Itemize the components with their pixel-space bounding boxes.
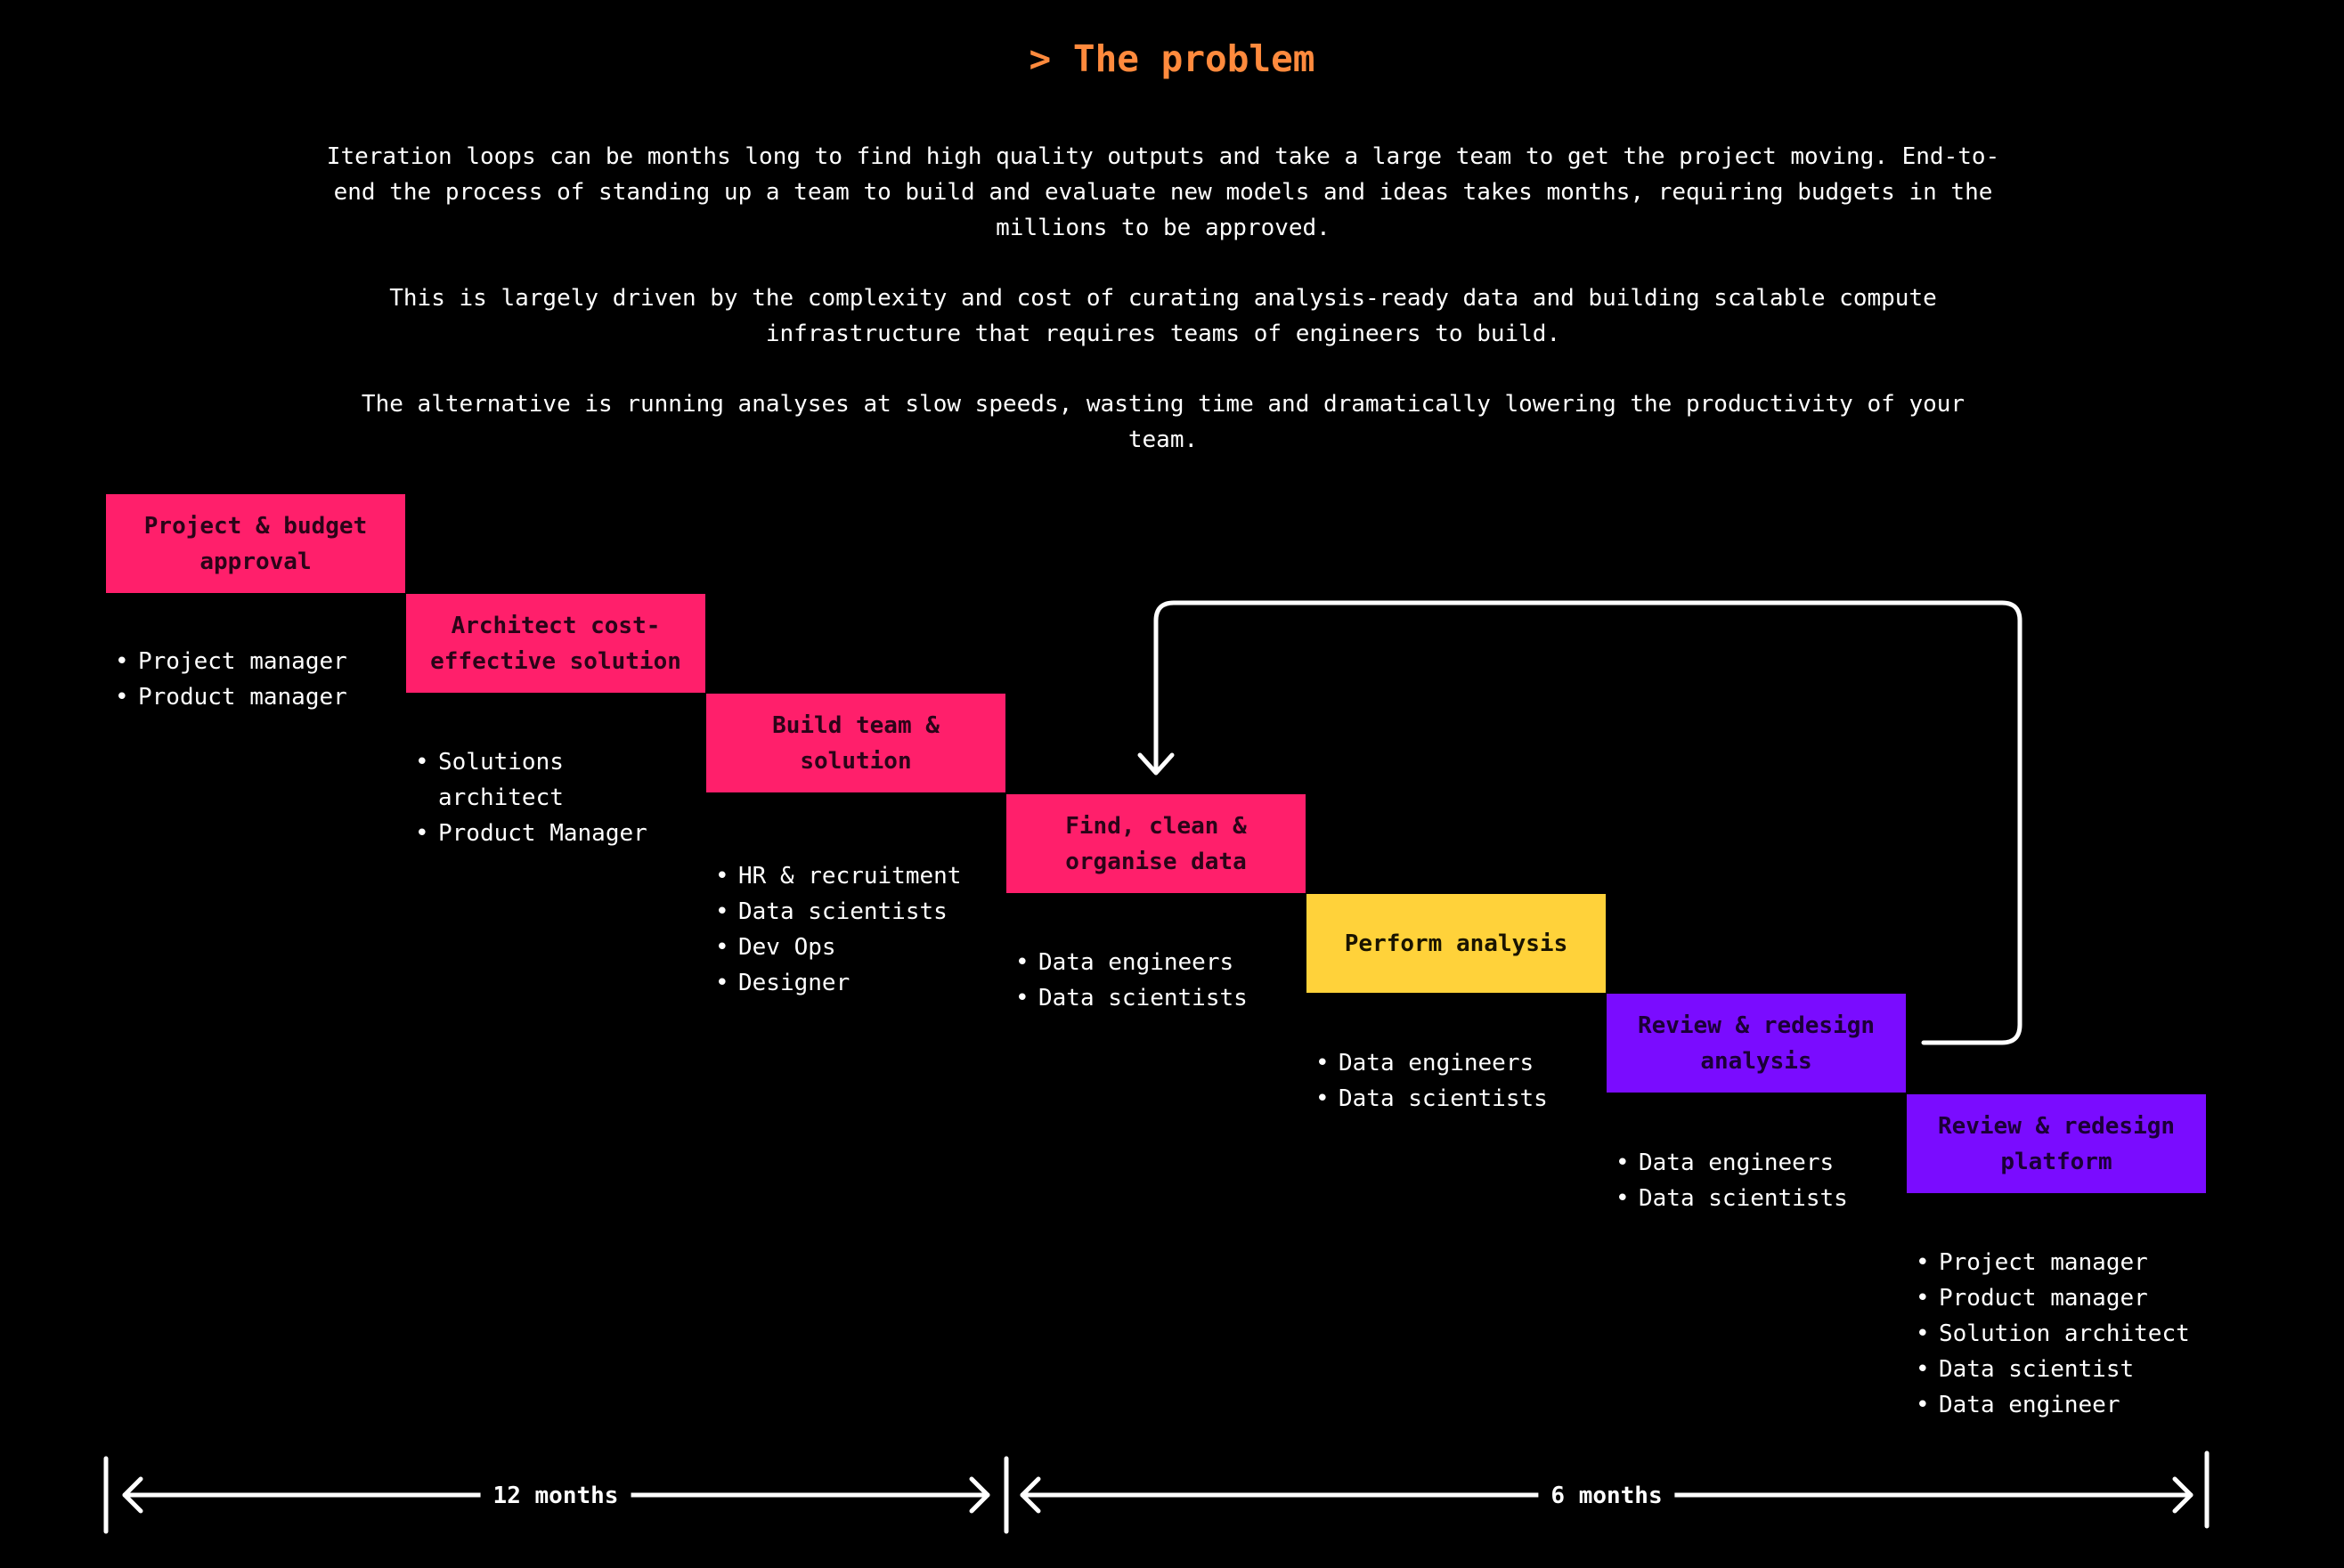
roles-review-redesign-analysis: Data engineers Data scientists (1616, 1145, 1909, 1216)
roles-architect-solution: Solutions architect Product Manager (415, 744, 682, 851)
role-item: Data engineers (1616, 1145, 1909, 1181)
roles-project-budget-approval: Project manager Product manager (115, 644, 391, 715)
roles-find-clean-data: Data engineers Data scientists (1015, 945, 1309, 1016)
intro-paragraph-1: Iteration loops can be months long to fi… (326, 143, 2000, 241)
role-item: Designer (715, 965, 1009, 1001)
step-find-clean-data: Find, clean & organise data (1006, 794, 1306, 893)
step-project-budget-approval: Project & budget approval (106, 494, 405, 593)
intro-text: Iteration loops can be months long to fi… (321, 139, 2006, 492)
page-title: > The problem (1029, 37, 1315, 80)
timeline (103, 1450, 2210, 1534)
role-item: Data scientists (1616, 1181, 1909, 1216)
step-build-team: Build team & solution (706, 694, 1005, 792)
role-item: Product manager (1916, 1280, 2218, 1316)
role-item: Data engineer (1916, 1387, 2218, 1423)
duration-label-12-months: 12 months (480, 1478, 631, 1514)
roles-perform-analysis: Data engineers Data scientists (1315, 1045, 1609, 1117)
role-item: Data scientists (715, 894, 1009, 930)
step-perform-analysis: Perform analysis (1306, 894, 1606, 993)
role-item: Data scientist (1916, 1352, 2218, 1387)
step-review-redesign-analysis: Review & redesign analysis (1607, 994, 1906, 1093)
role-item: Solution architect (1916, 1316, 2218, 1352)
loop-back-arrow-icon (1137, 600, 2023, 1045)
roles-review-redesign-platform: Project manager Product manager Solution… (1916, 1245, 2218, 1423)
role-item: Data scientists (1015, 980, 1309, 1016)
role-item: Dev Ops (715, 930, 1009, 965)
roles-build-team: HR & recruitment Data scientists Dev Ops… (715, 858, 1009, 1001)
role-item: Project manager (115, 644, 391, 679)
role-item: Solutions architect (415, 744, 581, 816)
intro-paragraph-2: This is largely driven by the complexity… (389, 285, 1937, 347)
role-item: Product manager (115, 679, 391, 715)
role-item: Product Manager (415, 816, 682, 851)
step-architect-solution: Architect cost-effective solution (406, 594, 705, 693)
step-review-redesign-platform: Review & redesign platform (1907, 1094, 2206, 1193)
role-item: Data engineers (1315, 1045, 1609, 1081)
intro-paragraph-3: The alternative is running analyses at s… (361, 391, 1966, 453)
role-item: Project manager (1916, 1245, 2218, 1280)
role-item: Data engineers (1015, 945, 1309, 980)
role-item: HR & recruitment (715, 858, 1009, 894)
role-item: Data scientists (1315, 1081, 1609, 1117)
duration-label-6-months: 6 months (1538, 1478, 1675, 1514)
